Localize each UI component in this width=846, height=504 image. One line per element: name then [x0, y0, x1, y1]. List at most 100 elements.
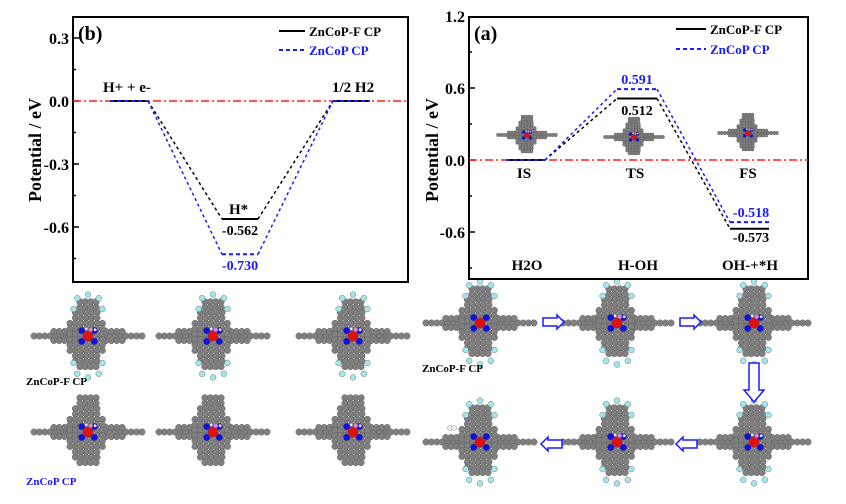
- structure-zncop-f-her-0: [30, 291, 146, 381]
- reaction-arrows: [539, 313, 766, 453]
- atom: [774, 131, 779, 135]
- atom: [607, 432, 615, 441]
- atom: [521, 130, 526, 135]
- legend-label-zncop: ZnCoP CP: [309, 43, 369, 58]
- atom: [88, 423, 94, 429]
- atom: [624, 357, 631, 364]
- atom: [639, 142, 644, 147]
- atom: [647, 315, 655, 322]
- atom: [599, 346, 606, 354]
- arrow-left-icon: [674, 435, 698, 453]
- atom: [82, 426, 94, 438]
- atom: [764, 333, 772, 341]
- y-tick-label: 0.6: [445, 81, 465, 98]
- structure-zncop-f-step-5: [422, 397, 538, 487]
- legend: ZnCoP-F CP ZnCoP CP: [279, 24, 381, 58]
- atom: [765, 465, 772, 473]
- atom: [750, 147, 755, 152]
- y-tick-label: -0.6: [440, 225, 465, 242]
- atom: [764, 128, 769, 133]
- arrow-right-icon: [542, 313, 566, 331]
- atom: [628, 346, 635, 354]
- arrow-left-icon: [539, 435, 563, 453]
- atom: [78, 326, 86, 335]
- atom: [209, 423, 213, 427]
- atom: [355, 433, 363, 442]
- atom: [95, 295, 102, 302]
- state-label-h-plus: H+ + e-: [103, 80, 151, 96]
- atom: [355, 337, 363, 346]
- atom: [353, 423, 359, 429]
- panel-label: (b): [78, 23, 102, 45]
- inset-structure-1: [603, 116, 665, 156]
- structure-zncop-f-step-4: [559, 397, 675, 487]
- atom: [470, 324, 478, 333]
- atom: [491, 292, 498, 300]
- structure-label-zncop-f-left: ZnCoP-F CP: [26, 376, 87, 388]
- atom: [484, 469, 492, 477]
- atom: [223, 346, 231, 354]
- atom: [347, 330, 359, 342]
- atom: [603, 357, 610, 364]
- atom: [466, 476, 473, 483]
- atom: [335, 359, 342, 367]
- atom: [632, 132, 635, 135]
- atom: [339, 370, 346, 377]
- atom: [98, 346, 106, 354]
- atom: [199, 295, 206, 302]
- atom: [487, 401, 494, 408]
- state-label-half-h2: 1/2 H2: [332, 80, 374, 96]
- atom: [745, 130, 751, 136]
- atom: [754, 433, 760, 439]
- atom: [740, 282, 747, 289]
- atom: [207, 426, 219, 438]
- atom: [599, 465, 606, 473]
- atom: [622, 315, 626, 319]
- atom: [736, 346, 743, 354]
- atom: [487, 476, 494, 483]
- atom: [759, 434, 763, 438]
- atom: [740, 357, 747, 364]
- atom: [784, 443, 792, 450]
- atom: [84, 291, 92, 298]
- structure-zncop-her-0: [30, 394, 146, 467]
- atom: [209, 374, 217, 381]
- atom: [667, 319, 675, 327]
- atom: [748, 436, 760, 448]
- state-label-is: IS: [517, 166, 531, 182]
- panel-label: (a): [474, 23, 497, 45]
- atom: [543, 130, 548, 135]
- atom: [93, 424, 97, 428]
- atom: [510, 443, 518, 450]
- atom: [750, 480, 758, 487]
- structure-zncop-f-step-0: [422, 278, 538, 368]
- atom: [742, 128, 747, 133]
- atom: [525, 130, 528, 133]
- connector-zncop-f: [257, 100, 334, 220]
- atom: [647, 434, 655, 441]
- atom: [203, 433, 211, 442]
- atom: [756, 324, 764, 333]
- atom: [619, 443, 627, 452]
- atom: [462, 346, 469, 354]
- atom: [357, 363, 365, 371]
- atom: [84, 423, 88, 427]
- atom: [621, 350, 629, 358]
- connector-zncop-f: [147, 100, 223, 220]
- atom: [357, 459, 365, 467]
- atom: [628, 132, 633, 137]
- atom: [118, 433, 126, 440]
- atom: [349, 327, 353, 331]
- structure-zncop-her-1: [155, 394, 271, 467]
- atom: [92, 363, 100, 371]
- legend: ZnCoP-F CP ZnCoP CP: [676, 22, 782, 57]
- atom: [482, 324, 490, 333]
- data-label: -0.562: [222, 224, 258, 239]
- atom: [95, 370, 102, 377]
- atom: [613, 480, 621, 487]
- atom: [363, 346, 371, 354]
- atom: [383, 433, 391, 440]
- connector-zncop: [147, 100, 223, 255]
- atom: [490, 333, 498, 341]
